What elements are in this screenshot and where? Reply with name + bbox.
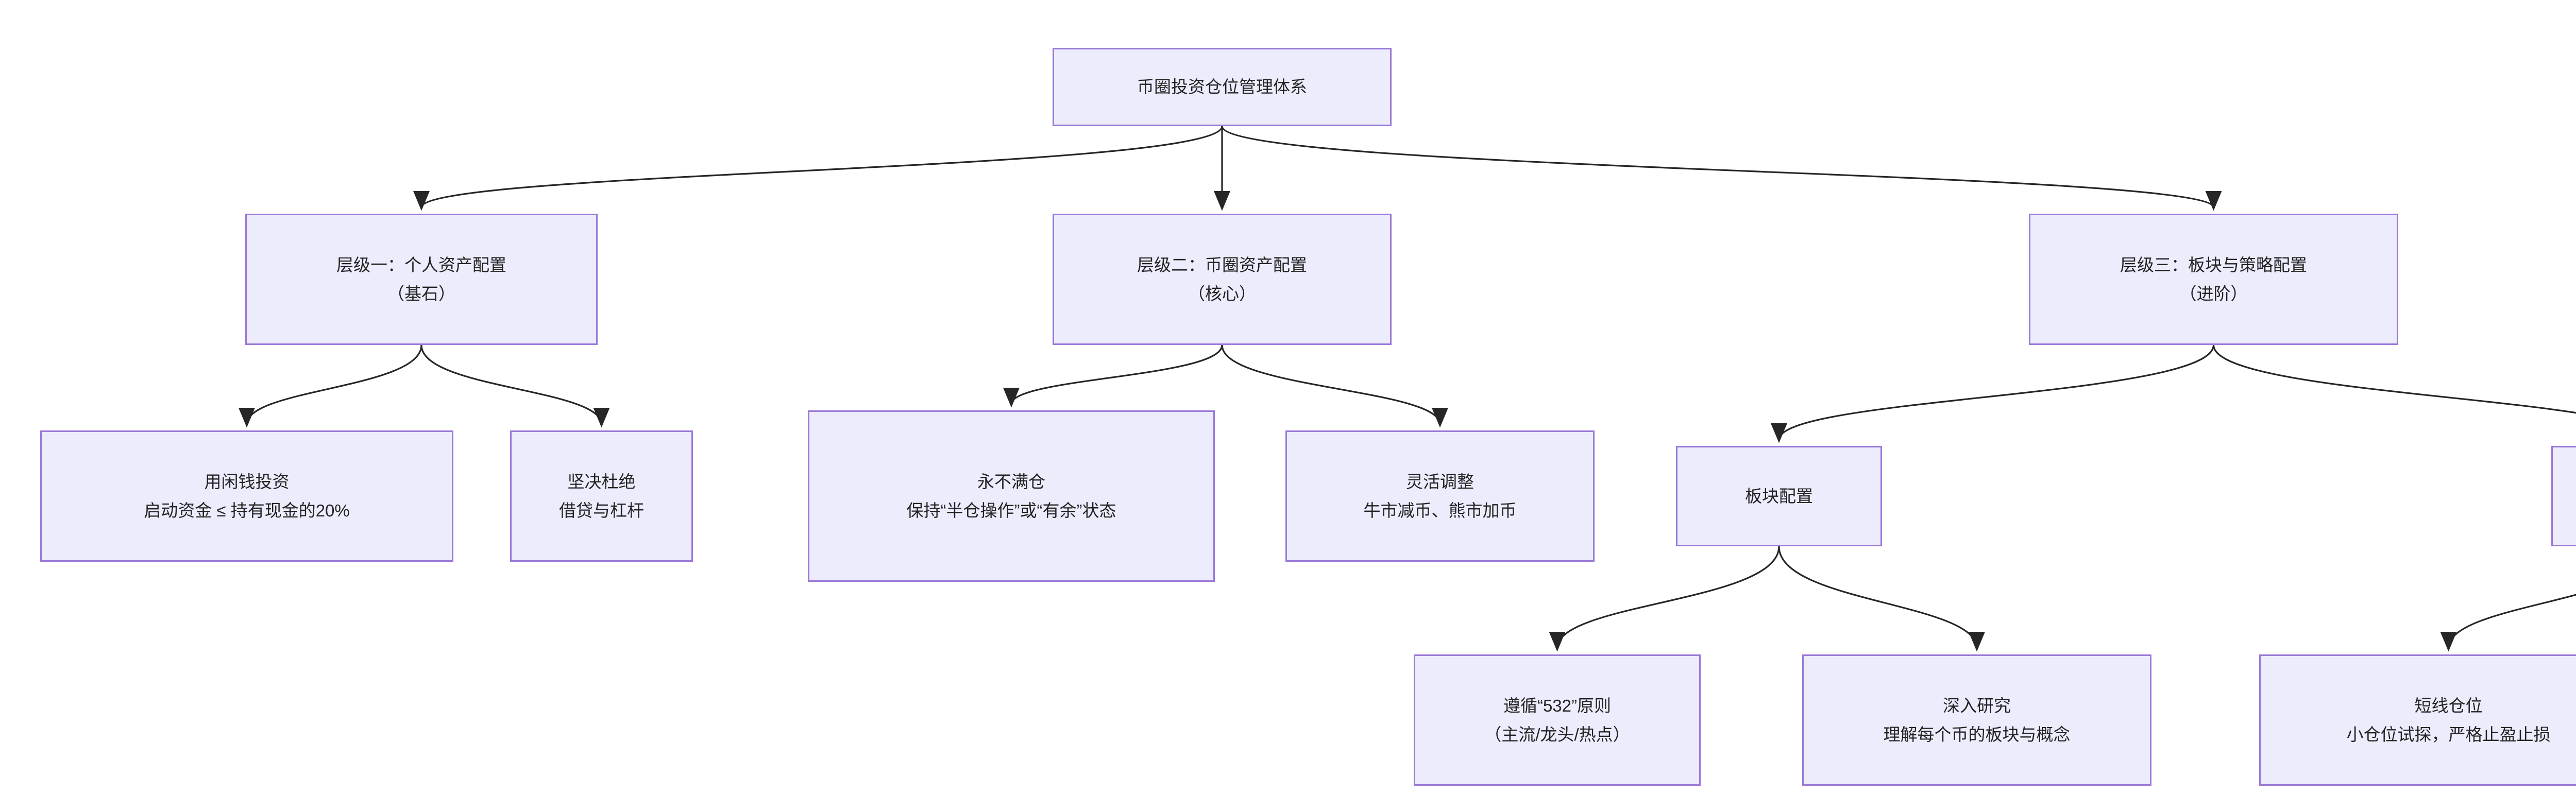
- node-n22[interactable]: 灵活调整 牛市减币、熊市加币: [1285, 430, 1595, 562]
- node-label: 层级三：板块与策略配置 （进阶）: [2120, 255, 2307, 303]
- edge-l1-to-n11: [239, 344, 422, 428]
- edge-l1-to-n12: [420, 344, 610, 428]
- node-n311[interactable]: 遵循“532”原则 （主流/龙头/热点）: [1414, 654, 1701, 786]
- edge-l2-to-n22: [1221, 344, 1448, 428]
- edge-l3-to-n32: [2212, 344, 2576, 414]
- node-n12[interactable]: 坚决杜绝 借贷与杠杆: [510, 430, 693, 562]
- edge-n31-to-n311: [1549, 546, 1780, 652]
- edge-n32-to-n321: [2440, 594, 2576, 652]
- node-label: 板块配置: [1745, 486, 1813, 506]
- edge-n31-to-n312: [1778, 546, 1985, 652]
- node-label: 遵循“532”原则 （主流/龙头/热点）: [1484, 696, 1630, 744]
- node-n31[interactable]: 板块配置: [1676, 446, 1882, 546]
- node-n32[interactable]: 策略配置: [2551, 446, 2576, 546]
- node-n321[interactable]: 短线仓位 小仓位试探，严格止盈止损: [2259, 654, 2576, 786]
- node-root[interactable]: 币圈投资仓位管理体系: [1053, 48, 1392, 126]
- edge-root-to-l1: [413, 126, 1223, 211]
- node-l1[interactable]: 层级一：个人资产配置 （基石）: [245, 214, 598, 345]
- node-label: 灵活调整 牛市减币、熊市加币: [1363, 472, 1517, 520]
- node-n11[interactable]: 用闲钱投资 启动资金 ≤ 持有现金的20%: [40, 430, 453, 562]
- node-n312[interactable]: 深入研究 理解每个币的板块与概念: [1802, 654, 2151, 786]
- edge-l2-to-n21: [1003, 344, 1223, 408]
- node-label: 层级二：币圈资产配置 （核心）: [1137, 255, 1307, 303]
- node-n21[interactable]: 永不满仓 保持“半仓操作”或“有余”状态: [808, 410, 1215, 582]
- node-label: 层级一：个人资产配置 （基石）: [336, 255, 506, 303]
- edge-l3-to-n31: [1771, 344, 2215, 443]
- node-l2[interactable]: 层级二：币圈资产配置 （核心）: [1053, 214, 1392, 345]
- node-label: 深入研究 理解每个币的板块与概念: [1883, 696, 2071, 744]
- edge-group: [239, 126, 2576, 652]
- node-label: 用闲钱投资 启动资金 ≤ 持有现金的20%: [144, 472, 350, 520]
- node-label: 短线仓位 小仓位试探，严格止盈止损: [2346, 696, 2551, 744]
- node-label: 永不满仓 保持“半仓操作”或“有余”状态: [906, 472, 1116, 520]
- edge-root-to-l3: [1221, 126, 2222, 211]
- node-l3[interactable]: 层级三：板块与策略配置 （进阶）: [2029, 214, 2398, 345]
- node-label: 坚决杜绝 借贷与杠杆: [559, 472, 644, 520]
- node-label: 币圈投资仓位管理体系: [1137, 77, 1307, 96]
